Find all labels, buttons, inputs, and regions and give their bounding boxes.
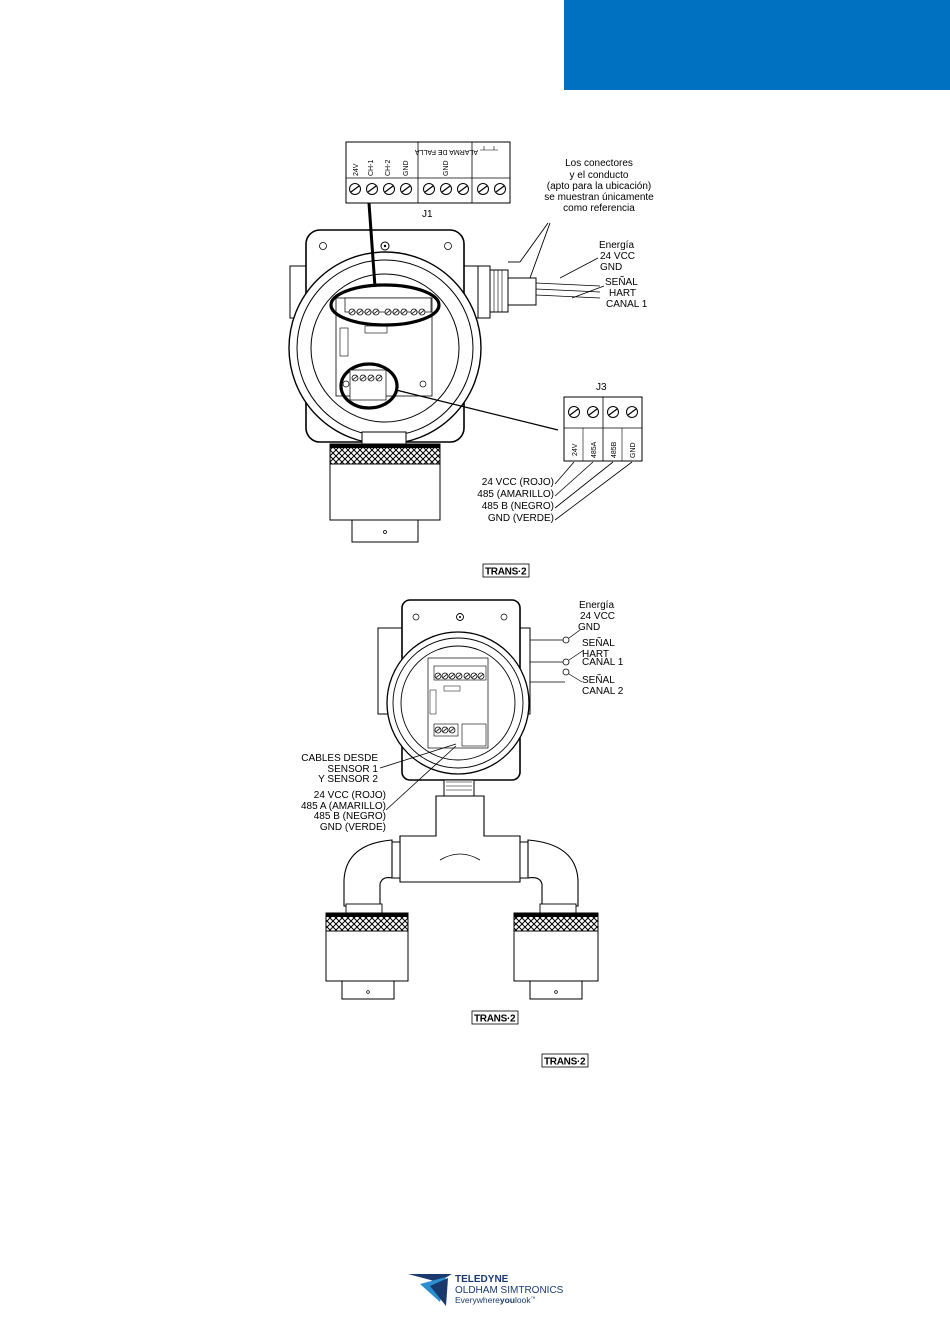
j1-name: J1 (422, 209, 433, 220)
power-line-2: 24 VCC (600, 251, 635, 262)
j1-label-gnd-a: GND (403, 160, 410, 176)
note-line-1: Los conectores (565, 158, 633, 169)
footer-logo: TELEDYNE OLDHAM SIMTRONICS Everywhereyou… (408, 1274, 564, 1306)
power-line-1: Energía (599, 240, 634, 251)
signal-line-3: CANAL 1 (606, 299, 648, 310)
j1-label-24v: 24V (353, 163, 360, 176)
note-text: Los conectores y el conducto (apto para … (544, 158, 654, 214)
j3-name: J3 (596, 382, 607, 393)
figure2-diagram: Energía 24 VCC GND SEÑAL HART CANAL 1 SE… (301, 599, 624, 1025)
trans2-badge-1: TRANS·2 (482, 563, 530, 578)
f2-signal1-line-2: HART (582, 649, 609, 660)
trans2-badge-1-text: TRANS·2 (485, 567, 527, 578)
signal-line-1: SEÑAL (605, 275, 638, 288)
power-text-2: Energía 24 VCC GND (578, 600, 615, 633)
f2-signal1-line-1: SEÑAL (582, 636, 615, 649)
cables-line-1: CABLES DESDE (301, 753, 378, 764)
f2-wire-line-1: 24 VCC (ROJO) (314, 790, 386, 801)
signal-line-2: HART (609, 288, 636, 299)
power-line-3: GND (600, 262, 622, 273)
footer-tagline: Everywhereyoulook™ (455, 1295, 536, 1305)
j3-label-24v: 24V (572, 443, 579, 456)
j1-label-gnd-b: GND (443, 160, 450, 176)
wire-line-2: 485 (AMARILLO) (477, 489, 554, 500)
signal1-text-2: SEÑAL HART CANAL 1 (582, 636, 624, 668)
j3-terminal-block: J3 24V 485A 485B GND (554, 382, 643, 521)
f2-power-line-3: GND (578, 622, 600, 633)
trans2-badge-2: TRANS·2 (471, 1010, 519, 1025)
housing-1 (288, 229, 601, 543)
j1-label-ch1: CH-1 (368, 160, 375, 176)
j3-label-485b: 485B (611, 441, 618, 458)
f2-wire-line-4: GND (VERDE) (320, 822, 386, 833)
note-line-2: y el conducto (570, 170, 629, 181)
f2-power-line-1: Energía (579, 600, 614, 611)
trans2-badge-3: TRANS·2 (541, 1053, 589, 1068)
footer-brand-2: OLDHAM SIMTRONICS (455, 1285, 564, 1296)
wire-line-1: 24 VCC (ROJO) (482, 477, 554, 488)
teledyne-logo-icon (408, 1274, 452, 1306)
cables-line-3: Y SENSOR 2 (318, 774, 378, 785)
f2-signal2-line-1: SEÑAL (582, 673, 615, 686)
footer-brand-1: TELEDYNE (455, 1274, 509, 1285)
wire-line-4: GND (VERDE) (488, 513, 554, 524)
note-line-5: como referencia (563, 203, 635, 214)
note-line-3: (apto para la ubicación) (547, 181, 652, 192)
wire-text-1: 24 VCC (ROJO) 485 (AMARILLO) 485 B (NEGR… (477, 477, 554, 524)
trans2-badge-3-text: TRANS·2 (544, 1057, 586, 1068)
header-bar (564, 0, 950, 90)
f2-signal2-line-2: CANAL 2 (582, 686, 624, 697)
cables-line-2: SENSOR 1 (327, 764, 378, 775)
figure1-diagram: 24V CH-1 CH-2 GND GND ALARMA DE FALLA J1 (288, 141, 654, 578)
cables-text: CABLES DESDE SENSOR 1 Y SENSOR 2 (301, 753, 378, 785)
signal-text-1: SEÑAL HART CANAL 1 (605, 275, 648, 310)
note-line-4: se muestran únicamente (544, 192, 654, 203)
wire-text-2: 24 VCC (ROJO) 485 A (AMARILLO) 485 B (NE… (301, 790, 386, 833)
f2-wire-line-3: 485 B (NEGRO) (314, 811, 386, 822)
housing-2 (325, 599, 599, 1000)
f2-wire-line-2: 485 A (AMARILLO) (301, 801, 386, 812)
signal2-text-2: SEÑAL CANAL 2 (582, 673, 624, 697)
power-text-1: Energía 24 VCC GND (599, 240, 635, 273)
j1-label-alarm: ALARMA DE FALLA (415, 148, 478, 155)
f2-signal1-line-3: CANAL 1 (582, 657, 624, 668)
j3-label-485a: 485A (591, 441, 598, 458)
j1-label-ch2: CH-2 (385, 160, 392, 176)
j3-label-gnd: GND (630, 442, 637, 458)
trans2-badge-2-text: TRANS·2 (474, 1014, 516, 1025)
wire-line-3: 485 B (NEGRO) (482, 501, 554, 512)
f2-power-line-2: 24 VCC (580, 611, 615, 622)
j1-terminal-block: 24V CH-1 CH-2 GND GND ALARMA DE FALLA J1 (345, 141, 511, 220)
